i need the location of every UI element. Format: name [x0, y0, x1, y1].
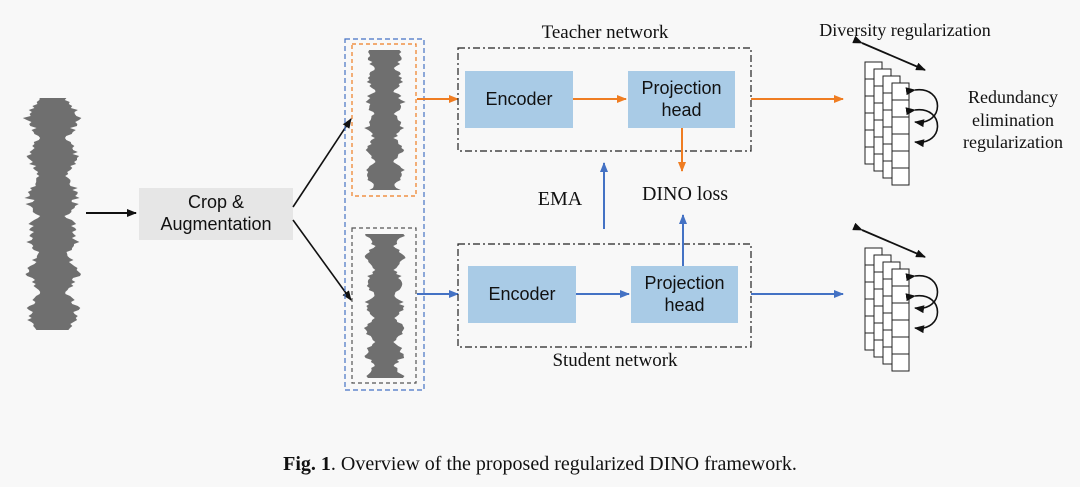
student-projection-label: Projection head: [631, 266, 738, 323]
student-projection-box: [631, 266, 738, 323]
teacher-embedding-cell: [891, 82, 910, 101]
diversity-regularization-label: Diversity regularization: [819, 20, 991, 40]
caption-text: . Overview of the proposed regularized D…: [330, 453, 797, 475]
figure-caption: Fig. 1. Overview of the proposed regular…: [0, 453, 1080, 476]
redundancy-regularization-label: Redundancy elimination regularization: [948, 86, 1078, 154]
student-embedding-cell: [891, 336, 910, 355]
student-encoder-box: [468, 266, 576, 323]
ema-label: EMA: [537, 188, 583, 210]
redundancy-bottom-curve: [905, 293, 939, 334]
dino-loss-label: DINO loss: [641, 183, 729, 205]
crop-label-line2: Augmentation: [160, 214, 272, 234]
caption-prefix: Fig. 1: [283, 453, 331, 475]
arrow-crop-to-teacher-segment: [292, 118, 352, 208]
student-embedding-cell: [891, 319, 910, 338]
input-waveform: [22, 98, 82, 330]
teacher-embedding-cell: [891, 167, 910, 186]
teacher-waveform-shape: [364, 50, 406, 190]
teacher-network-label: Teacher network: [541, 22, 669, 43]
student-segment-frame: [351, 227, 417, 384]
redundancy-line1: Redundancy: [968, 87, 1058, 107]
teacher-projection-line2: head: [661, 99, 702, 120]
redundancy-arrows-top: [905, 87, 939, 148]
student-embedding-cell: [891, 353, 910, 372]
student-embedding-stack: [864, 247, 910, 372]
teacher-waveform-segment: [364, 50, 406, 190]
teacher-projection-line1: Projection: [641, 77, 722, 98]
crop-augmentation-label: Crop & Augmentation: [139, 188, 293, 240]
diversity-arrow-top: [852, 35, 926, 71]
teacher-encoder-label: Encoder: [485, 88, 553, 109]
student-waveform-shape: [363, 234, 406, 378]
segments-outer-frame: [344, 38, 425, 391]
student-encoder-label: Encoder: [488, 283, 556, 304]
crop-augmentation-box: [139, 188, 293, 240]
redundancy-line3: regularization: [963, 132, 1063, 152]
redundancy-arrows-bottom: [905, 273, 939, 334]
teacher-segment-frame: [351, 43, 417, 197]
teacher-network-frame: [457, 47, 752, 152]
student-embedding-cell: [891, 285, 910, 304]
teacher-embedding-cell: [891, 133, 910, 152]
student-waveform-segment: [363, 234, 406, 378]
student-embedding-cell: [891, 302, 910, 321]
teacher-projection-box: [628, 71, 735, 128]
redundancy-top-curve: [905, 107, 939, 148]
teacher-embedding-cell: [891, 99, 910, 118]
diversity-arrow-bottom: [852, 222, 926, 258]
teacher-embedding-cell: [891, 150, 910, 169]
student-projection-line2: head: [664, 294, 705, 315]
teacher-embedding-stack: [864, 61, 910, 186]
teacher-projection-label: Projection head: [628, 71, 735, 128]
redundancy-line2: elimination: [972, 109, 1054, 130]
student-network-frame: [457, 243, 752, 348]
teacher-encoder-box: [465, 71, 573, 128]
input-waveform-shape: [22, 98, 82, 330]
student-embedding-cell: [891, 268, 910, 287]
student-projection-line1: Projection: [644, 272, 725, 293]
arrow-crop-to-student-segment: [292, 219, 352, 301]
student-network-label: Student network: [552, 350, 678, 371]
crop-label-line1: Crop &: [187, 192, 245, 213]
teacher-embedding-cell: [891, 116, 910, 135]
